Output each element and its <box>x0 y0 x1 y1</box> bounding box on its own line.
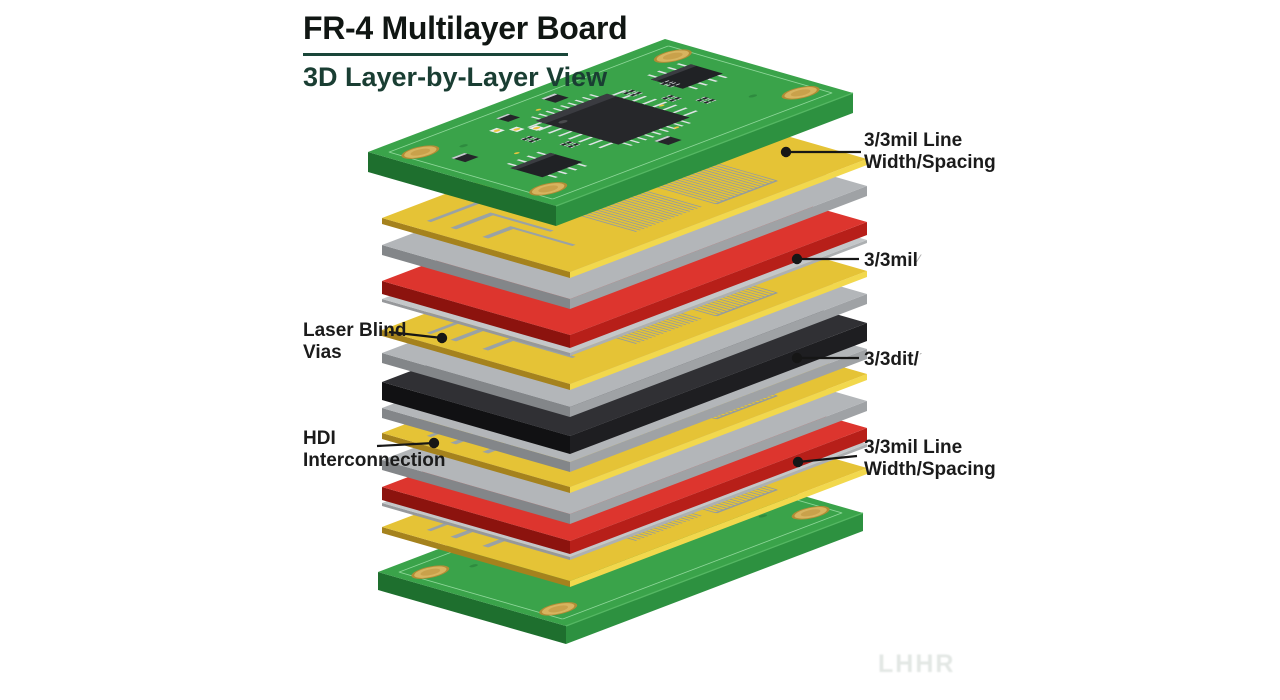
annotation-line: 3/3mil⁄ <box>864 250 920 271</box>
annotation-line: Width/Spacing <box>864 459 996 480</box>
annotation-line: Interconnection <box>303 450 446 471</box>
annotation-line: 3/3mil Line <box>864 130 963 151</box>
title-block: FR-4 Multilayer Board 3D Layer-by-Layer … <box>303 10 628 92</box>
label-dot-right-1 <box>780 146 792 158</box>
annotation-line: Vias <box>303 342 342 363</box>
annotation-leaders <box>376 146 861 468</box>
label-dot-left-2 <box>428 437 440 449</box>
right-annotation-4: 3/3mil Line Width/Spacing <box>864 437 996 481</box>
left-annotation-1: Laser Blind Vias <box>303 320 406 364</box>
label-dot-right-3 <box>791 352 803 364</box>
label-dot-left-1 <box>436 332 448 344</box>
label-dot-right-4 <box>792 456 804 468</box>
left-annotation-2: HDI Interconnection <box>303 428 446 472</box>
page-subtitle: 3D Layer-by-Layer View <box>303 62 608 92</box>
watermark: LHHR <box>878 650 956 678</box>
annotation-line: Laser Blind <box>303 320 407 341</box>
leader-line-right-4 <box>797 454 858 464</box>
annotation-line: 3/3dit/ˊ <box>864 349 922 370</box>
annotation-line: 3/3mil Line <box>864 437 963 458</box>
right-annotation-2: 3/3mil⁄ <box>864 248 920 272</box>
right-annotation-1: 3/3mil Line Width/Spacing <box>864 130 996 174</box>
page-title: FR-4 Multilayer Board <box>303 10 628 46</box>
annotation-line: Width/Spacing <box>864 152 996 173</box>
layer-top-board <box>368 39 854 226</box>
title-underline <box>303 53 568 56</box>
label-dot-right-2 <box>791 253 803 265</box>
right-annotation-3: 3/3dit/ˊ <box>864 347 922 371</box>
annotation-line: HDI <box>303 428 336 449</box>
leader-line-left-1 <box>388 330 443 340</box>
leader-line-left-2 <box>376 441 435 448</box>
